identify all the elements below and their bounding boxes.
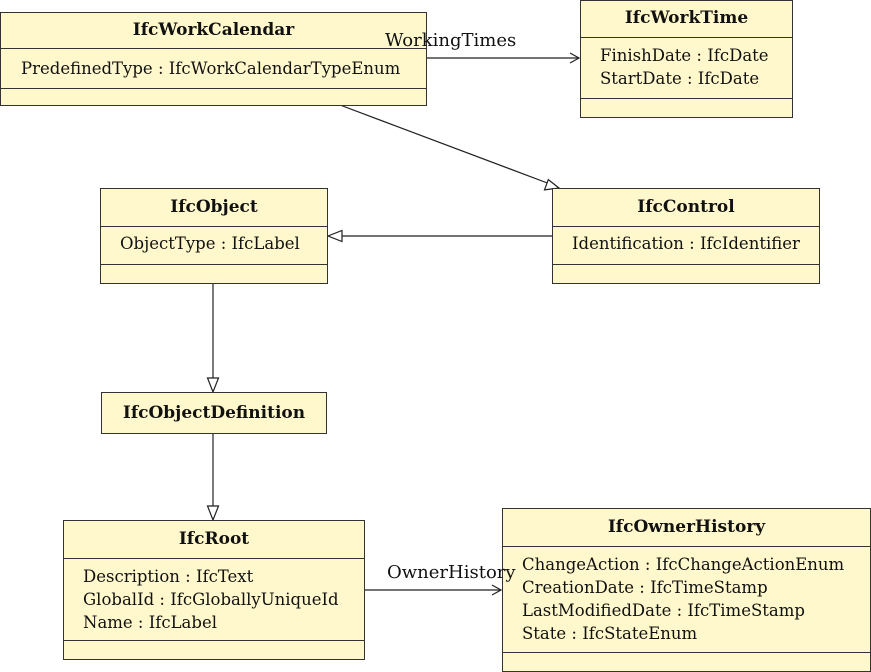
class-ifcworktime[interactable]: IfcWorkTime FinishDate : IfcDate StartDa… — [580, 0, 793, 118]
class-name: IfcRoot — [64, 521, 364, 559]
generalization-arrowhead-control-object — [326, 229, 343, 243]
attribute-list: PredefinedType : IfcWorkCalendarTypeEnum — [1, 49, 426, 89]
attribute: LastModifiedDate : IfcTimeStamp — [522, 601, 805, 620]
association-label-owner-history: OwnerHistory — [387, 562, 516, 583]
generalization-arrowhead-objectdefinition-root — [206, 505, 220, 522]
class-ifcobject[interactable]: IfcObject ObjectType : IfcLabel — [100, 188, 328, 284]
attribute: FinishDate : IfcDate — [600, 46, 769, 65]
association-label-working-times: WorkingTimes — [385, 30, 517, 51]
attribute: ObjectType : IfcLabel — [120, 234, 300, 253]
attribute: StartDate : IfcDate — [600, 69, 760, 88]
generalization-arrowhead-object-objectdefinition — [206, 377, 220, 394]
class-ifcownerhistory[interactable]: IfcOwnerHistory ChangeAction : IfcChange… — [502, 508, 871, 672]
class-name: IfcObject — [101, 189, 327, 227]
attribute: CreationDate : IfcTimeStamp — [522, 578, 768, 597]
attribute: Description : IfcText — [83, 567, 254, 586]
generalization-line-workcalendar-control — [339, 104, 551, 185]
attribute: State : IfcStateEnum — [522, 624, 698, 643]
attribute: GlobalId : IfcGloballyUniqueId — [83, 590, 339, 609]
class-name: IfcControl — [553, 189, 819, 227]
class-ifcobjectdefinition[interactable]: IfcObjectDefinition — [101, 392, 327, 434]
association-arrowhead-working-times — [569, 52, 581, 64]
attribute: PredefinedType : IfcWorkCalendarTypeEnum — [21, 59, 401, 78]
attribute: Identification : IfcIdentifier — [572, 234, 800, 253]
class-ifccontrol[interactable]: IfcControl Identification : IfcIdentifie… — [552, 188, 820, 284]
association-arrowhead-owner-history — [491, 584, 503, 596]
attribute-list: Identification : IfcIdentifier — [553, 227, 819, 265]
attribute-list: ChangeAction : IfcChangeActionEnum Creat… — [503, 547, 870, 653]
class-ifcroot[interactable]: IfcRoot Description : IfcText GlobalId :… — [63, 520, 365, 660]
attribute: ChangeAction : IfcChangeActionEnum — [522, 555, 845, 574]
class-name: IfcWorkTime — [581, 1, 792, 38]
class-name: IfcObjectDefinition — [122, 403, 306, 423]
class-name: IfcOwnerHistory — [503, 509, 870, 547]
attribute: Name : IfcLabel — [83, 613, 217, 632]
attribute-list: ObjectType : IfcLabel — [101, 227, 327, 265]
class-ifcworkcalendar[interactable]: IfcWorkCalendar PredefinedType : IfcWork… — [0, 12, 427, 106]
generalization-arrowhead-workcalendar-control — [543, 178, 561, 191]
attribute-list: Description : IfcText GlobalId : IfcGlob… — [64, 559, 364, 641]
class-name: IfcWorkCalendar — [1, 13, 426, 49]
attribute-list: FinishDate : IfcDate StartDate : IfcDate — [581, 38, 792, 99]
